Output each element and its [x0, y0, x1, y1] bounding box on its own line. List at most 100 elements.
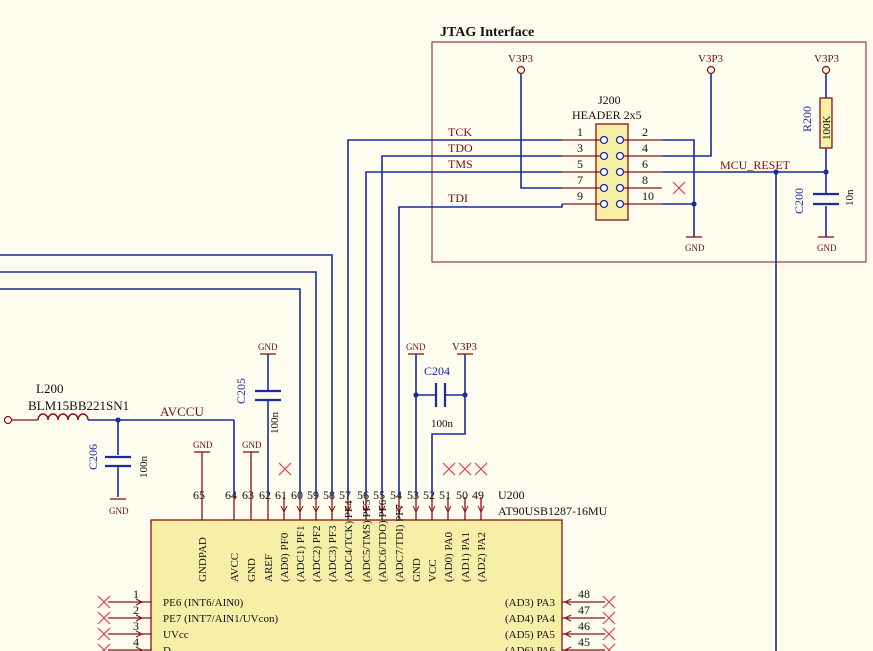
- svg-text:GND: GND: [258, 342, 278, 352]
- c206-value: 100n: [138, 456, 150, 479]
- svg-text:46: 46: [578, 619, 590, 633]
- u200-right-pins: 48 (AD3) PA3 47 (AD4) PA4 46 (AD5) PA5 45 (AD6)…: [505, 587, 616, 651]
- j200-pin-4: 4: [642, 141, 648, 155]
- u200-pin-number: 55: [373, 488, 385, 502]
- j200-pin-10: 10: [642, 189, 654, 203]
- svg-text:1: 1: [133, 587, 139, 601]
- svg-text:48: 48: [578, 587, 590, 601]
- svg-text:V3P3: V3P3: [698, 53, 724, 65]
- u200-pin-number: 52: [423, 488, 435, 502]
- svg-text:V3P3: V3P3: [452, 341, 478, 353]
- u200-pin-59: 59 (ADC2) PF2: [307, 488, 323, 582]
- avccu-net: [88, 419, 235, 497]
- u200-pin-number: 51: [439, 488, 451, 502]
- r200-value: 100K: [821, 116, 833, 141]
- v3p3-symbol: V3P3: [508, 53, 534, 75]
- c206-capacitor: [105, 455, 131, 468]
- u200-pin-number: 50: [456, 488, 468, 502]
- jtag-wires: [347, 74, 827, 651]
- u200-pin-name: (ADC3) PF3: [327, 525, 339, 582]
- svg-text:3: 3: [133, 619, 139, 633]
- gnd-symbol: GND: [685, 236, 705, 253]
- u200-pin-number: 59: [307, 488, 319, 502]
- u200-pin-name: (AD0) PA0: [443, 531, 455, 582]
- u200-pin-48: 48 (AD3) PA3: [505, 587, 616, 609]
- c204-capacitor: [434, 383, 447, 407]
- u200-ref: U200: [498, 488, 525, 502]
- v3p3-symbol: V3P3: [698, 53, 724, 75]
- u200-pin-56: 56(ADC5/TMS) PF5: [357, 488, 373, 582]
- svg-text:(AD3) PA3: (AD3) PA3: [505, 597, 556, 609]
- u200-pin-name: (ADC4/TCK) PF4: [343, 500, 355, 582]
- u200-chip-body: [150, 519, 563, 651]
- u200-pin-name: (ADC7/TDI) PF7: [394, 504, 406, 582]
- jtag-box: [431, 41, 867, 263]
- u200-pin-name: AVCC: [229, 553, 241, 582]
- net-label-tdi: TDI: [448, 191, 468, 205]
- svg-text:PE6 (INT6/AIN0): PE6 (INT6/AIN0): [163, 597, 244, 609]
- no-connect-marker: [442, 462, 488, 476]
- svg-text:D-: D-: [163, 645, 175, 651]
- svg-text:47: 47: [578, 603, 590, 617]
- u200-pin-54: 54 (ADC7/TDI) PF7: [390, 488, 406, 582]
- u200-pin-number: 60: [291, 488, 303, 502]
- net-label-tms: TMS: [448, 157, 473, 171]
- j200-pin-1: 1: [577, 125, 583, 139]
- c204-value: 100n: [431, 418, 454, 430]
- j200-pin-5: 5: [577, 157, 583, 171]
- l200-ref: L200: [36, 381, 63, 396]
- u200-pin-61: 61(AD0) PF0: [275, 488, 291, 582]
- u200-pin-name: (AD2) PA2: [476, 532, 488, 582]
- c206-ref: C206: [86, 444, 100, 470]
- u200-pin-name: AREF: [263, 554, 275, 582]
- c204-ref: C204: [424, 364, 450, 378]
- svg-text:45: 45: [578, 635, 590, 649]
- r200-ref: R200: [800, 106, 814, 132]
- j200-value: HEADER 2x5: [572, 108, 642, 122]
- u200-pin-name: (ADC2) PF2: [311, 525, 323, 582]
- c200-value: 10n: [844, 189, 856, 206]
- u200-pin-60: 60 (ADC1) PF1: [291, 488, 307, 582]
- u200-pin-number: 54: [390, 488, 402, 502]
- u200-pin-55: 55(ADC6/TDO) PF6: [373, 488, 389, 582]
- net-label-tdo: TDO: [448, 141, 473, 155]
- u200-pin-number: 63: [242, 488, 254, 502]
- svg-text:GND: GND: [109, 506, 129, 516]
- u200-pin-number: 64: [225, 488, 237, 502]
- u200-pin-name: (AD0) PF0: [279, 532, 291, 582]
- no-connect-marker: [278, 462, 292, 476]
- svg-text:V3P3: V3P3: [508, 53, 534, 65]
- c200-ref: C200: [792, 188, 806, 214]
- u200-pin-45: 45 (AD6) PA6: [505, 635, 616, 651]
- gnd-symbol: GND: [406, 342, 426, 355]
- u200-pin-51: 51 (AD0) PA0: [439, 488, 455, 582]
- svg-text:(AD6) PA6: (AD6) PA6: [505, 645, 556, 651]
- u200-pin-50: 50 (AD1) PA1: [456, 488, 472, 582]
- svg-text:(AD5) PA5: (AD5) PA5: [505, 629, 556, 641]
- u200-pin-number: 53: [407, 488, 419, 502]
- svg-text:(AD4) PA4: (AD4) PA4: [505, 613, 556, 625]
- gnd-symbol: GND: [258, 342, 278, 355]
- no-connect-marker: [672, 181, 686, 195]
- c205-capacitor: [255, 389, 281, 402]
- junction-dot: [691, 201, 697, 207]
- svg-text:UVcc: UVcc: [163, 629, 189, 641]
- gnd-symbol: GND: [193, 440, 213, 453]
- junction-dot: [823, 169, 829, 175]
- u200-value: AT90USB1287-16MU: [498, 504, 608, 518]
- u200-pin-name: (ADC5/TMS) PF5: [361, 499, 373, 582]
- u200-pin-name: (AD1) PA1: [460, 532, 472, 582]
- svg-text:GND: GND: [685, 243, 705, 253]
- u200-pin-name: (ADC1) PF1: [295, 525, 307, 582]
- bus-wires-left: [0, 254, 333, 497]
- wire-terminal: [3, 415, 13, 425]
